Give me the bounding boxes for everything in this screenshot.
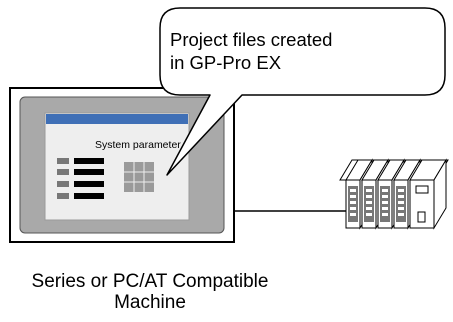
screen-list-rows xyxy=(57,158,104,199)
caption-line-2: Machine xyxy=(114,292,186,313)
caption-line-1: Series or PC/AT Compatible xyxy=(31,271,269,292)
screen-title-bar xyxy=(46,114,188,124)
plc-cpu-module xyxy=(409,158,447,230)
plc-device xyxy=(339,158,449,230)
plc-terminal-dots xyxy=(350,189,404,216)
callout-line-2: in GP-Pro EX xyxy=(170,52,282,73)
display-unit xyxy=(9,87,235,243)
callout-text: Project files created in GP-Pro EX xyxy=(170,28,332,74)
screen-grid-graphic xyxy=(124,162,154,192)
device-caption: Series or PC/AT Compatible Machine xyxy=(0,271,340,313)
display-screen xyxy=(44,112,190,221)
callout-line-1: Project files created xyxy=(170,29,333,50)
screen-label: System parameter xyxy=(95,139,181,151)
callout-bubble xyxy=(159,7,446,176)
